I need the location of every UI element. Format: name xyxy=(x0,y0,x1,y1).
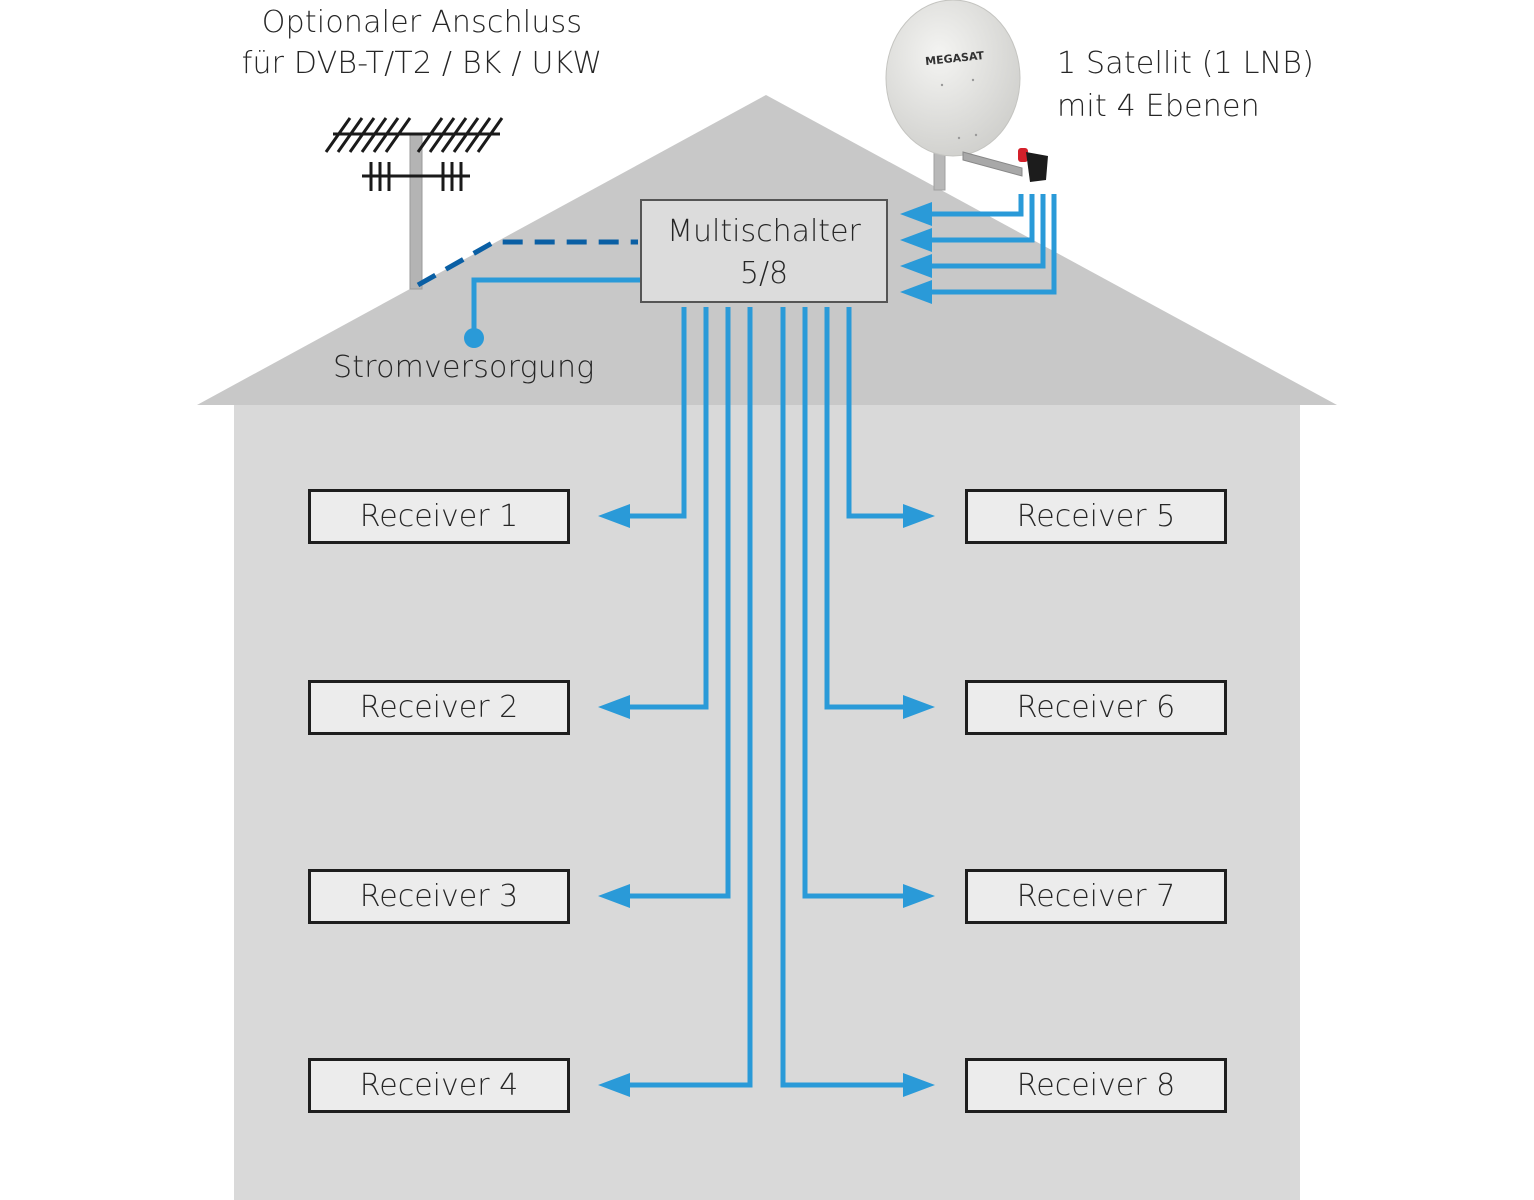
receiver-cable-5 xyxy=(846,307,905,519)
receiver-box-5: Receiver 5 xyxy=(965,489,1227,544)
receiver-cable-3 xyxy=(628,307,731,899)
antenna-label: Optionaler Anschluss für DVB-T/T2 / BK /… xyxy=(222,2,622,84)
arrow-left-icon xyxy=(900,228,932,252)
power-connector-icon xyxy=(464,328,484,348)
arrow-left-icon xyxy=(900,254,932,278)
receiver-cable-7 xyxy=(802,307,905,899)
multiswitch-name: Multischalter xyxy=(667,214,861,249)
power-supply-label: Stromversorgung xyxy=(333,350,595,385)
satellite-input-arrows xyxy=(900,202,932,304)
antenna-label-line1: Optionaler Anschluss xyxy=(261,5,583,40)
arrow-right-icon xyxy=(903,1073,935,1097)
sat-cable-4 xyxy=(925,194,1057,295)
output-cables xyxy=(598,307,935,1097)
sat-cable-3 xyxy=(925,194,1046,269)
arrow-left-icon xyxy=(598,884,630,908)
receiver-box-4: Receiver 4 xyxy=(308,1058,570,1113)
arrow-left-icon xyxy=(598,695,630,719)
sat-cable-1 xyxy=(925,194,1024,217)
receiver-cable-4 xyxy=(628,307,753,1088)
receiver-cable-1 xyxy=(628,307,687,519)
receiver-cable-8 xyxy=(780,307,905,1088)
satellite-dish-icon: MEGASAT xyxy=(885,0,1048,191)
sat-cable-2 xyxy=(925,194,1035,243)
power-cable xyxy=(471,277,640,336)
arrow-right-icon xyxy=(903,504,935,528)
receiver-box-3: Receiver 3 xyxy=(308,869,570,924)
satellite-label-line1: 1 Satellit (1 LNB) xyxy=(1057,46,1315,81)
arrow-right-icon xyxy=(903,884,935,908)
satellite-label-line2: mit 4 Ebenen xyxy=(1057,89,1260,124)
multiswitch-box: Multischalter 5/8 xyxy=(640,199,888,303)
arrow-right-icon xyxy=(903,695,935,719)
dish-brand-text: MEGASAT xyxy=(925,49,986,68)
multiswitch-ports: 5/8 xyxy=(739,256,789,291)
arrow-left-icon xyxy=(900,280,932,304)
receiver-cable-2 xyxy=(628,307,709,710)
receiver-box-2: Receiver 2 xyxy=(308,680,570,735)
arrow-left-icon xyxy=(598,1073,630,1097)
terrestrial-antenna-icon xyxy=(324,117,504,290)
satellite-label: 1 Satellit (1 LNB) mit 4 Ebenen xyxy=(1057,42,1314,128)
antenna-label-line2: für DVB-T/T2 / BK / UKW xyxy=(241,46,603,81)
arrow-left-icon xyxy=(900,202,932,226)
receiver-box-1: Receiver 1 xyxy=(308,489,570,544)
receiver-box-7: Receiver 7 xyxy=(965,869,1227,924)
receiver-box-8: Receiver 8 xyxy=(965,1058,1227,1113)
receiver-box-6: Receiver 6 xyxy=(965,680,1227,735)
receiver-cable-6 xyxy=(824,307,905,710)
arrow-left-icon xyxy=(598,504,630,528)
satellite-input-cables xyxy=(925,194,1057,295)
